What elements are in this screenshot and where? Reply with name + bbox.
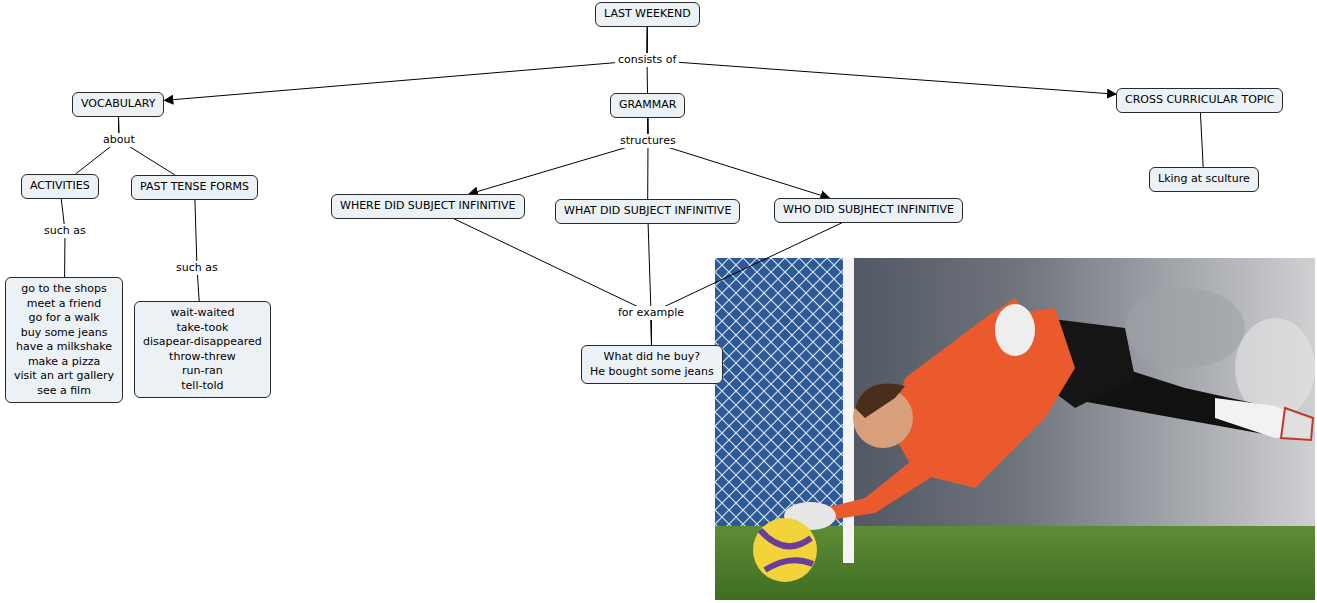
node-text: WHERE DID SUBJECT INFINITIVE — [340, 199, 516, 214]
keeper-glove — [995, 304, 1035, 356]
node-text: make a pizza — [14, 355, 114, 370]
football-pattern — [760, 530, 813, 570]
root-concept: LAST WEEKEND — [595, 2, 700, 27]
keeper-arm — [985, 298, 1035, 368]
node-text: VOCABULARY — [81, 97, 155, 112]
keeper-shirt — [890, 308, 1075, 488]
connector-line — [651, 223, 843, 346]
concept-box: PAST TENSE FORMS — [131, 175, 258, 200]
concept-box: VOCABULARY — [72, 92, 164, 117]
example-box: What did he buy?He bought some jeans — [581, 345, 723, 384]
node-text: go to the shops — [14, 282, 114, 297]
football — [753, 518, 817, 582]
node-text: have a milkshake — [14, 340, 114, 355]
node-text: PAST TENSE FORMS — [140, 180, 249, 195]
node-text: throw-threw — [143, 350, 262, 365]
linking-phrase: such as — [41, 224, 89, 238]
node-text: see a film — [14, 384, 114, 399]
connector-line — [164, 27, 647, 101]
node-text: tell-told — [143, 379, 262, 394]
node-text: disapear-disappeared — [143, 335, 262, 350]
node-text: ACTIVITIES — [30, 179, 90, 194]
crowd-background — [715, 258, 1315, 600]
node-text: take-took — [143, 321, 262, 336]
keeper-boot — [1281, 408, 1313, 440]
structure-box: WHAT DID SUBJECT INFINITIVE — [555, 199, 740, 224]
node-text: He bought some jeans — [590, 365, 714, 380]
connector-line — [453, 219, 651, 346]
linking-phrase: consists of — [615, 53, 679, 67]
connector-line — [648, 118, 830, 199]
crowd-blur — [1125, 288, 1245, 368]
node-text: buy some jeans — [14, 326, 114, 341]
concept-box: CROSS CURRICULAR TOPIC — [1116, 88, 1283, 113]
connector-line — [195, 200, 199, 302]
connector-line — [647, 27, 1116, 95]
concept-box: Lking at sculture — [1149, 167, 1259, 192]
structure-box: WHO DID SUBJHECT INFINITIVE — [774, 198, 963, 223]
linking-phrase: such as — [173, 261, 221, 275]
node-text: Lking at sculture — [1158, 172, 1250, 187]
goal-net — [715, 258, 847, 558]
linking-phrase: for example — [615, 306, 687, 320]
node-text: WHO DID SUBJHECT INFINITIVE — [783, 203, 954, 218]
list-box: go to the shopsmeet a friendgo for a wal… — [5, 277, 123, 403]
concept-box: GRAMMAR — [610, 93, 685, 118]
connector-line — [1200, 113, 1203, 168]
list-box: wait-waitedtake-tookdisapear-disappeared… — [134, 301, 271, 398]
node-text: visit an art gallery — [14, 369, 114, 384]
node-text: WHAT DID SUBJECT INFINITIVE — [564, 204, 731, 219]
linking-phrase: about — [100, 133, 138, 147]
node-text: GRAMMAR — [619, 98, 676, 113]
node-text: wait-waited — [143, 306, 262, 321]
structure-box: WHERE DID SUBJECT INFINITIVE — [331, 194, 525, 219]
goalkeeper-photo — [715, 258, 1315, 600]
node-text: LAST WEEKEND — [604, 7, 691, 22]
node-text: CROSS CURRICULAR TOPIC — [1125, 93, 1274, 108]
linking-phrase: structures — [617, 134, 679, 148]
node-text: meet a friend — [14, 297, 114, 312]
concept-box: ACTIVITIES — [21, 174, 99, 199]
node-text: go for a walk — [14, 311, 114, 326]
keeper-hair — [855, 384, 905, 418]
node-text: run-ran — [143, 364, 262, 379]
node-text: What did he buy? — [590, 350, 714, 365]
connector-line — [469, 118, 648, 195]
keeper-arm — [825, 458, 930, 520]
